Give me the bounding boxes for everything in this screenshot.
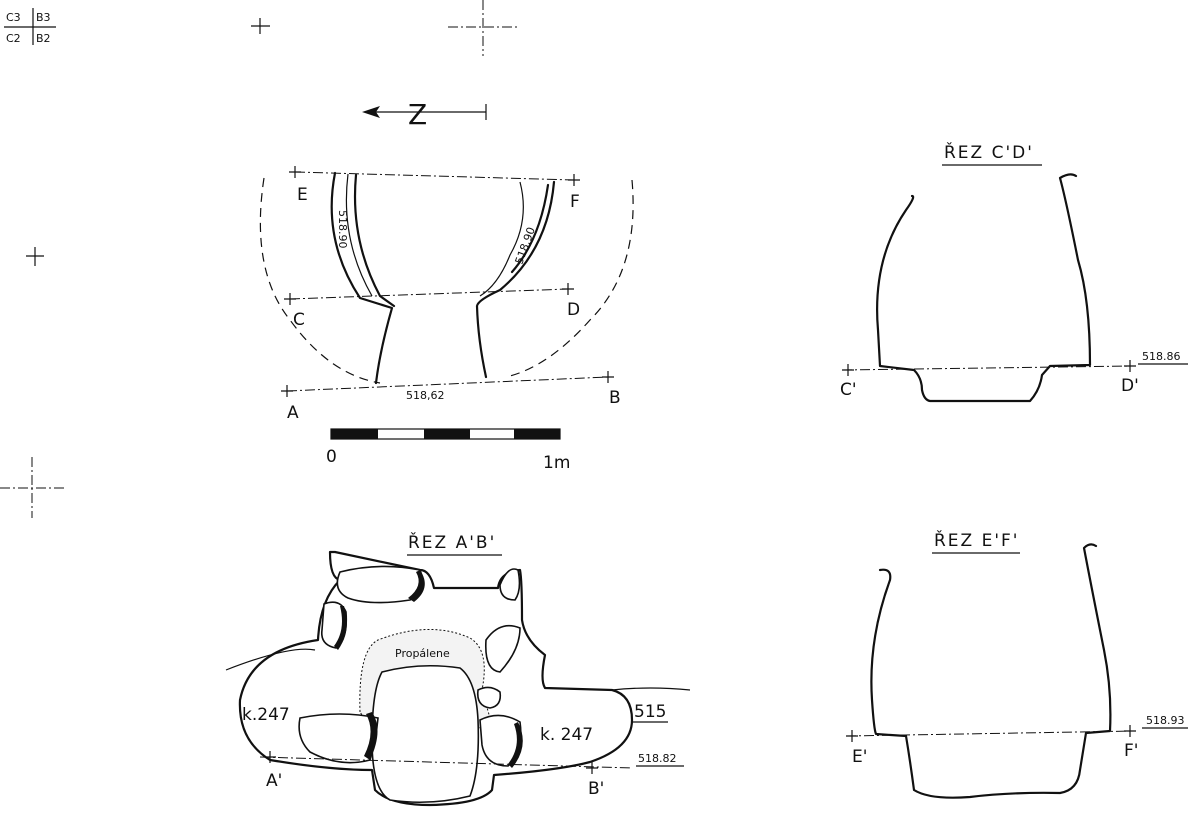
- plan-view: 518.90 518.90 E F C D A B 518,62 0 1m: [259, 166, 634, 473]
- section-line-cd: [289, 288, 569, 300]
- plan-left-wall-outer: [330, 171, 394, 385]
- grid-key-c3: C3: [6, 11, 21, 24]
- plan-right-wall-inner: [479, 181, 524, 297]
- section-ef-level: 518.93: [1146, 714, 1185, 727]
- grid-key: C3 B3 C2 B2: [4, 8, 56, 45]
- section-ab-stone-right-small: [476, 686, 502, 709]
- section-ab-central-block: [371, 664, 480, 804]
- plan-point-d: D: [567, 300, 580, 320]
- section-ef-level-line: [845, 730, 1135, 737]
- section-ab-point-b: B': [588, 779, 604, 799]
- plan-outline-right: [509, 179, 634, 377]
- plan-outline-left: [259, 177, 381, 384]
- plan-left-wall-inner: [353, 173, 396, 308]
- section-cd-level: 518.86: [1142, 350, 1181, 363]
- scale-bar: 0 1m: [326, 428, 570, 473]
- section-ab-layer-right: k. 247: [540, 725, 593, 745]
- section-ab-level-line: [259, 756, 633, 769]
- section-ab-title: ŘEZ A'B': [408, 531, 496, 553]
- scale-bar-end: 1m: [543, 453, 570, 473]
- section-ab-burnt-label: Propálene: [395, 647, 450, 660]
- section-cd-point-c: C': [840, 380, 857, 400]
- section-ab-layer-left: k.247: [242, 705, 290, 725]
- grid-cross-left-lower: [0, 457, 64, 518]
- grid-key-c2: C2: [6, 32, 21, 45]
- plan-point-b: B: [609, 388, 621, 408]
- plan-right-wall-outer: [475, 180, 556, 379]
- section-cd: ŘEZ C'D' C' D' 518.86: [840, 141, 1188, 403]
- section-ef-profile: [870, 543, 1112, 799]
- plan-left-wall-level: 518.90: [336, 210, 349, 249]
- grid-crosses: [0, 0, 518, 518]
- north-arrow-head: [362, 106, 380, 118]
- plan-left-wall-mid: [345, 173, 373, 297]
- section-ab-stone-top: [336, 565, 424, 604]
- section-cd-level-line: [841, 365, 1135, 371]
- section-ab-level: 518.82: [638, 752, 677, 765]
- grid-key-b3: B3: [36, 11, 51, 24]
- section-ab: ŘEZ A'B' Propálene k.247 k. 247: [225, 531, 691, 807]
- section-cd-profile: [876, 173, 1092, 403]
- grid-key-b2: B2: [36, 32, 51, 45]
- plan-bottom-level: 518,62: [406, 389, 445, 402]
- section-ab-context: 515: [634, 702, 666, 722]
- section-ef-title: ŘEZ E'F': [934, 529, 1019, 551]
- plan-point-crosses: [281, 166, 614, 397]
- plan-point-f: F: [570, 192, 580, 212]
- section-ef-point-f: F': [1124, 741, 1138, 761]
- grid-cross-top: [448, 0, 518, 56]
- section-ab-terrain-left: [225, 648, 316, 671]
- plan-point-c: C: [293, 310, 305, 330]
- plan-point-a: A: [287, 403, 299, 423]
- section-cd-title: ŘEZ C'D': [944, 141, 1034, 163]
- section-ef-point-e: E': [852, 747, 867, 767]
- scale-bar-start: 0: [326, 447, 337, 467]
- section-ab-outline: [238, 550, 634, 807]
- north-arrow-label: Z: [408, 98, 427, 131]
- north-arrow: Z: [362, 98, 487, 131]
- grid-cross-left: [26, 247, 44, 266]
- section-ab-stone-right-upper: [484, 624, 521, 673]
- section-line-ef: [294, 171, 575, 181]
- section-ab-stone-top-right: [499, 568, 521, 601]
- plan-right-wall-band: [510, 183, 550, 274]
- section-ab-terrain-right: [611, 687, 691, 691]
- section-ab-point-a: A': [266, 771, 282, 791]
- plan-point-e: E: [297, 185, 308, 205]
- grid-cross-top-small: [251, 18, 270, 34]
- section-cd-point-d: D': [1121, 376, 1139, 396]
- plan-right-wall-level: 518.90: [513, 225, 538, 266]
- section-ef: ŘEZ E'F' E' F' 518.93: [845, 529, 1188, 799]
- section-line-ab: [286, 376, 609, 392]
